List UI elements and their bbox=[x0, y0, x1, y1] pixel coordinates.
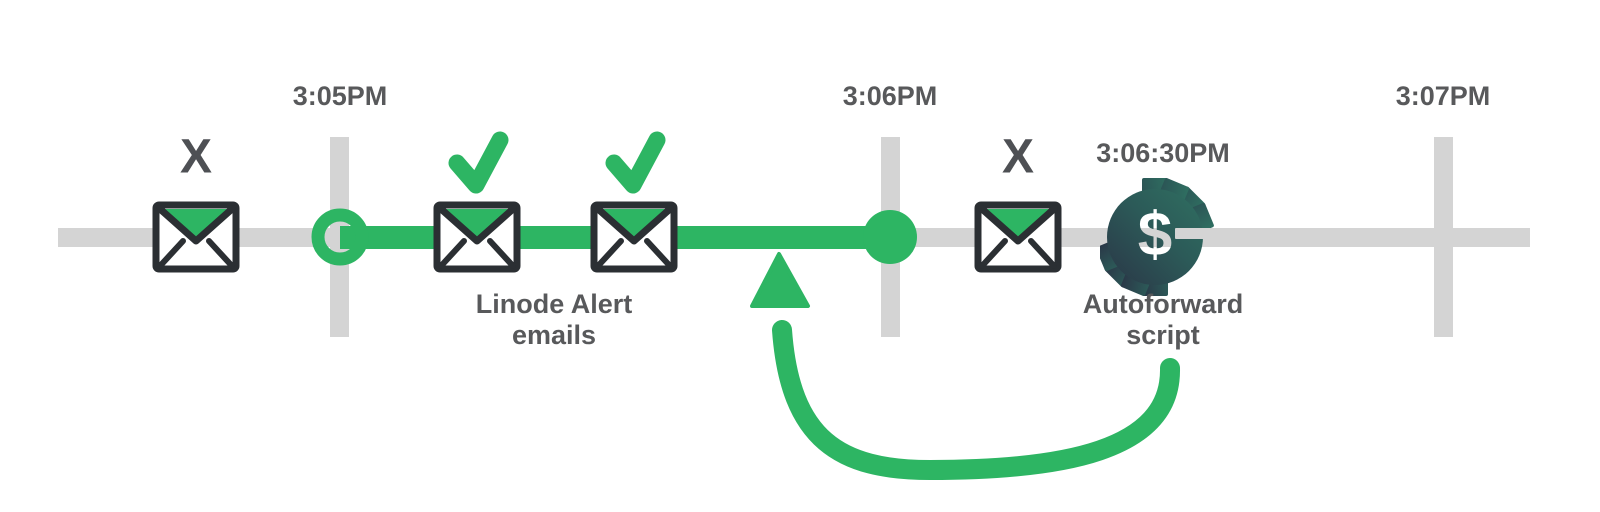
autoforward-line1: Autoforward bbox=[1083, 289, 1243, 319]
tick-label-307: 3:07PM bbox=[1396, 81, 1491, 111]
dot-marker-306 bbox=[863, 210, 917, 264]
gear-dollar-icon bbox=[1096, 178, 1214, 296]
timeline-node-306[interactable] bbox=[863, 210, 917, 264]
status-mark-failed-1: X bbox=[180, 131, 212, 184]
event-autoforward-script[interactable]: 3:06:30PM Autoforward script bbox=[1083, 138, 1243, 350]
envelope-icon bbox=[590, 201, 678, 273]
tick-label-305: 3:05PM bbox=[293, 81, 388, 111]
script-time-label: 3:06:30PM bbox=[1096, 138, 1230, 168]
event-email-1[interactable]: X bbox=[152, 131, 240, 273]
envelope-icon bbox=[433, 201, 521, 273]
linode-alert-caption: Linode Alert emails bbox=[476, 289, 633, 350]
envelope-icon bbox=[974, 201, 1062, 273]
autoforward-line2: script bbox=[1126, 320, 1200, 350]
event-email-4[interactable]: X bbox=[974, 131, 1062, 273]
ring-marker-305 bbox=[311, 208, 369, 266]
status-mark-check-3 bbox=[605, 131, 666, 194]
linode-alert-line1: Linode Alert bbox=[476, 289, 633, 319]
tick-mark-307 bbox=[1434, 137, 1453, 337]
autoforward-caption: Autoforward script bbox=[1083, 289, 1243, 350]
tick-mark-305 bbox=[330, 137, 349, 337]
tick-label-306: 3:06PM bbox=[843, 81, 938, 111]
feedback-arrow-head bbox=[750, 252, 810, 308]
linode-alert-line2: emails bbox=[512, 320, 596, 350]
event-email-2[interactable] bbox=[433, 131, 521, 273]
event-email-3[interactable] bbox=[590, 131, 678, 273]
status-mark-check-2 bbox=[448, 131, 509, 194]
status-mark-failed-4: X bbox=[1002, 131, 1034, 184]
timeline-node-305[interactable] bbox=[311, 208, 369, 266]
envelope-icon bbox=[152, 201, 240, 273]
autoforward-feedback-arrow bbox=[750, 252, 1181, 481]
